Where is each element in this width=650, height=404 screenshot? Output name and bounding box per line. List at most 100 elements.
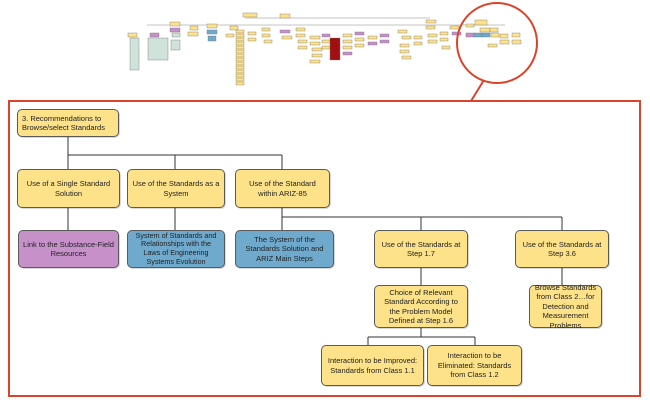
node-root-label: 3. Recommendations to Browse/select Stan…: [22, 113, 105, 132]
minimap-node: [342, 45, 353, 50]
node-as-system-label: Use of the Standards as a System: [132, 179, 220, 198]
minimap-node: [281, 35, 293, 40]
node-choice-relevant[interactable]: Choice of Relevant Standard According to…: [374, 285, 468, 328]
minimap-node: [354, 43, 365, 48]
minimap-node: [499, 39, 510, 45]
minimap-node: [279, 13, 291, 19]
node-root[interactable]: 3. Recommendations to Browse/select Stan…: [17, 109, 119, 137]
minimap-node: [207, 35, 217, 42]
minimap-node: [311, 47, 323, 52]
minimap-node: [235, 53, 245, 58]
node-improved-class-1-1[interactable]: Interaction to be Improved: Standards fr…: [321, 345, 424, 386]
minimap-node: [242, 12, 258, 18]
minimap-node: [229, 25, 239, 31]
minimap-node: [127, 32, 138, 38]
minimap-node: [479, 27, 491, 33]
minimap-node: [279, 29, 291, 34]
minimap-node: [511, 32, 521, 38]
minimap-node: [263, 39, 273, 44]
zoom-detail-frame: [8, 100, 641, 397]
minimap-node: [170, 39, 181, 51]
node-as-system[interactable]: Use of the Standards as a System: [127, 169, 225, 208]
minimap-node: [379, 33, 390, 38]
minimap-node: [169, 21, 181, 27]
node-system-of-standards-label: System of Standards and Relationships wi…: [135, 230, 217, 266]
minimap-node: [235, 77, 245, 82]
minimap-node: [261, 33, 271, 38]
minimap-node: [439, 31, 449, 36]
node-within-ariz[interactable]: Use of the Standard within ARIZ-85: [235, 169, 330, 208]
minimap-node: [401, 35, 412, 40]
minimap-node: [321, 33, 331, 38]
minimap-node: [235, 65, 245, 70]
minimap-node: [235, 57, 245, 62]
node-step-1-7[interactable]: Use of the Standards at Step 1.7: [374, 230, 468, 268]
minimap-node: [329, 37, 341, 61]
minimap-node: [235, 29, 245, 34]
node-improved-class-1-1-label: Interaction to be Improved: Standards fr…: [327, 356, 418, 375]
minimap-node: [149, 32, 160, 38]
minimap-node: [235, 37, 245, 42]
minimap-node: [235, 73, 245, 78]
minimap-node: [487, 43, 498, 48]
minimap-node: [473, 32, 483, 38]
minimap-node: [397, 29, 408, 34]
connectors: [67, 137, 563, 345]
minimap-node: [499, 33, 509, 39]
minimap-node: [465, 32, 475, 38]
minimap-node: [187, 31, 199, 37]
minimap-node: [425, 25, 436, 30]
minimap-node: [297, 39, 308, 44]
minimap-node: [235, 69, 245, 74]
minimap-node: [321, 39, 331, 44]
minimap-node: [449, 25, 460, 30]
node-substance-field[interactable]: Link to the Substance-Field Resources: [18, 230, 119, 268]
node-eliminated-class-1-2[interactable]: Interaction to be Eliminated: Standards …: [427, 345, 522, 386]
minimap-node: [465, 23, 475, 28]
node-step-3-6[interactable]: Use of the Standards at Step 3.6: [515, 230, 609, 268]
minimap-node: [129, 37, 140, 71]
minimap-node: [489, 27, 499, 33]
node-choice-relevant-label: Choice of Relevant Standard According to…: [384, 287, 458, 325]
minimap-node: [413, 35, 423, 40]
node-browse-class2[interactable]: Browse Standards from Class 2…for Detect…: [529, 282, 602, 330]
minimap-node: [309, 41, 321, 46]
minimap-node: [247, 31, 257, 36]
minimap-node: [235, 61, 245, 66]
minimap-node: [235, 49, 245, 54]
minimap-node: [297, 45, 308, 50]
node-single-standard-label: Use of a Single Standard Solution: [26, 179, 111, 198]
connector-root-children: [67, 137, 283, 169]
minimap-node: [171, 32, 181, 38]
minimap-node: [235, 45, 245, 50]
minimap-node: [439, 37, 449, 42]
minimap-node: [413, 41, 423, 46]
node-step-3-6-label: Use of the Standards at Step 3.6: [522, 239, 602, 258]
minimap-node: [342, 33, 353, 38]
minimap-node: [235, 81, 245, 86]
minimap-node: [441, 45, 451, 50]
minimap-node: [451, 31, 462, 36]
minimap-node: [206, 23, 218, 29]
minimap-node: [147, 37, 169, 61]
minimap-node: [295, 33, 306, 38]
minimap-node: [225, 33, 235, 38]
minimap-node: [261, 27, 271, 32]
node-system-of-standards[interactable]: System of Standards and Relationships wi…: [127, 230, 225, 268]
node-single-standard[interactable]: Use of a Single Standard Solution: [17, 169, 120, 208]
minimap-node: [425, 19, 437, 24]
minimap-node: [311, 53, 323, 58]
minimap-node: [481, 32, 491, 38]
minimap-node: [474, 19, 488, 26]
minimap-nodes: [127, 12, 522, 86]
node-ariz-main-steps[interactable]: The System of the Standards Solution and…: [235, 230, 334, 268]
minimap-node: [401, 55, 412, 60]
minimap-node: [427, 33, 438, 38]
minimap-node: [309, 35, 321, 40]
zoom-lens-circle: [456, 2, 538, 84]
node-browse-class2-label: Browse Standards from Class 2…for Detect…: [534, 282, 597, 330]
minimap-node: [309, 59, 321, 64]
connector-ariz-children: [281, 208, 563, 230]
